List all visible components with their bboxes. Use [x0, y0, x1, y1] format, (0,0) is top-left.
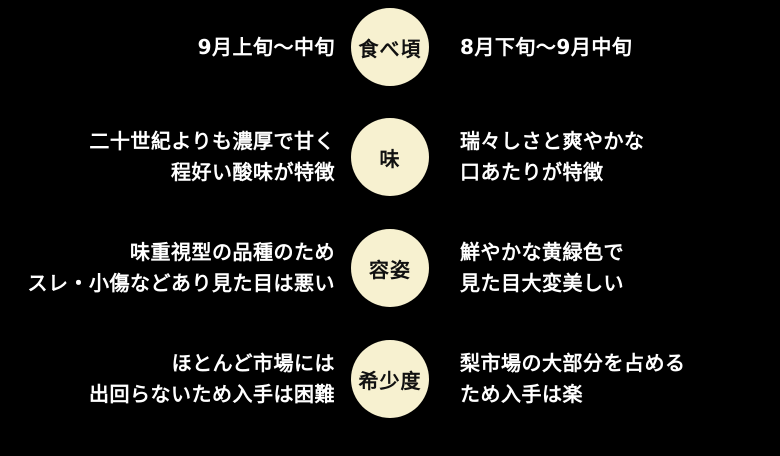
left-text-line: ほとんど市場には [171, 351, 335, 375]
row-label: 食べ頃 [358, 36, 422, 61]
row-taste: 二十世紀よりも濃厚で甘く 程好い酸味が特徴 味 瑞々しさと爽やかな 口あたりが特… [0, 118, 780, 198]
right-column-rarity: 梨市場の大部分を占める ため入手は楽 [460, 340, 686, 418]
row-label: 味 [379, 146, 401, 171]
row-rarity: ほとんど市場には 出回らないため入手は困難 希少度 梨市場の大部分を占める ため… [0, 340, 780, 420]
label-circle-appearance: 容姿 [351, 229, 429, 307]
label-circle-rarity: 希少度 [351, 340, 429, 418]
left-text-line: 二十世紀よりも濃厚で甘く [89, 129, 335, 153]
right-text-line: 瑞々しさと爽やかな [460, 129, 645, 153]
row-label: 希少度 [358, 368, 422, 393]
right-column-eating-season: 8月下旬〜9月中旬 [460, 8, 632, 86]
left-column-taste: 二十世紀よりも濃厚で甘く 程好い酸味が特徴 [89, 118, 335, 196]
left-text-line: 程好い酸味が特徴 [171, 160, 335, 184]
row-label: 容姿 [369, 257, 411, 282]
right-text-line: 梨市場の大部分を占める [460, 351, 686, 375]
left-text-line: 出回らないため入手は困難 [89, 382, 335, 406]
left-column-appearance: 味重視型の品種のため スレ・小傷などあり見た目は悪い [28, 229, 336, 307]
label-circle-taste: 味 [351, 118, 429, 196]
right-column-appearance: 鮮やかな黄緑色で 見た目大変美しい [460, 229, 624, 307]
left-column-rarity: ほとんど市場には 出回らないため入手は困難 [89, 340, 335, 418]
right-column-taste: 瑞々しさと爽やかな 口あたりが特徴 [460, 118, 645, 196]
row-eating-season: 9月上旬〜中旬 食べ頃 8月下旬〜9月中旬 [0, 8, 780, 88]
right-text-line: 口あたりが特徴 [460, 160, 604, 184]
left-text-line: 9月上旬〜中旬 [197, 34, 335, 59]
left-column-eating-season: 9月上旬〜中旬 [198, 8, 335, 86]
row-appearance: 味重視型の品種のため スレ・小傷などあり見た目は悪い 容姿 鮮やかな黄緑色で 見… [0, 229, 780, 309]
right-text-line: ため入手は楽 [460, 382, 583, 406]
left-text-line: スレ・小傷などあり見た目は悪い [27, 271, 335, 295]
right-text-line: 8月下旬〜9月中旬 [460, 34, 633, 59]
label-circle-eating-season: 食べ頃 [351, 8, 429, 86]
left-text-line: 味重視型の品種のため [130, 240, 335, 264]
right-text-line: 見た目大変美しい [460, 271, 624, 295]
right-text-line: 鮮やかな黄緑色で [460, 240, 624, 264]
